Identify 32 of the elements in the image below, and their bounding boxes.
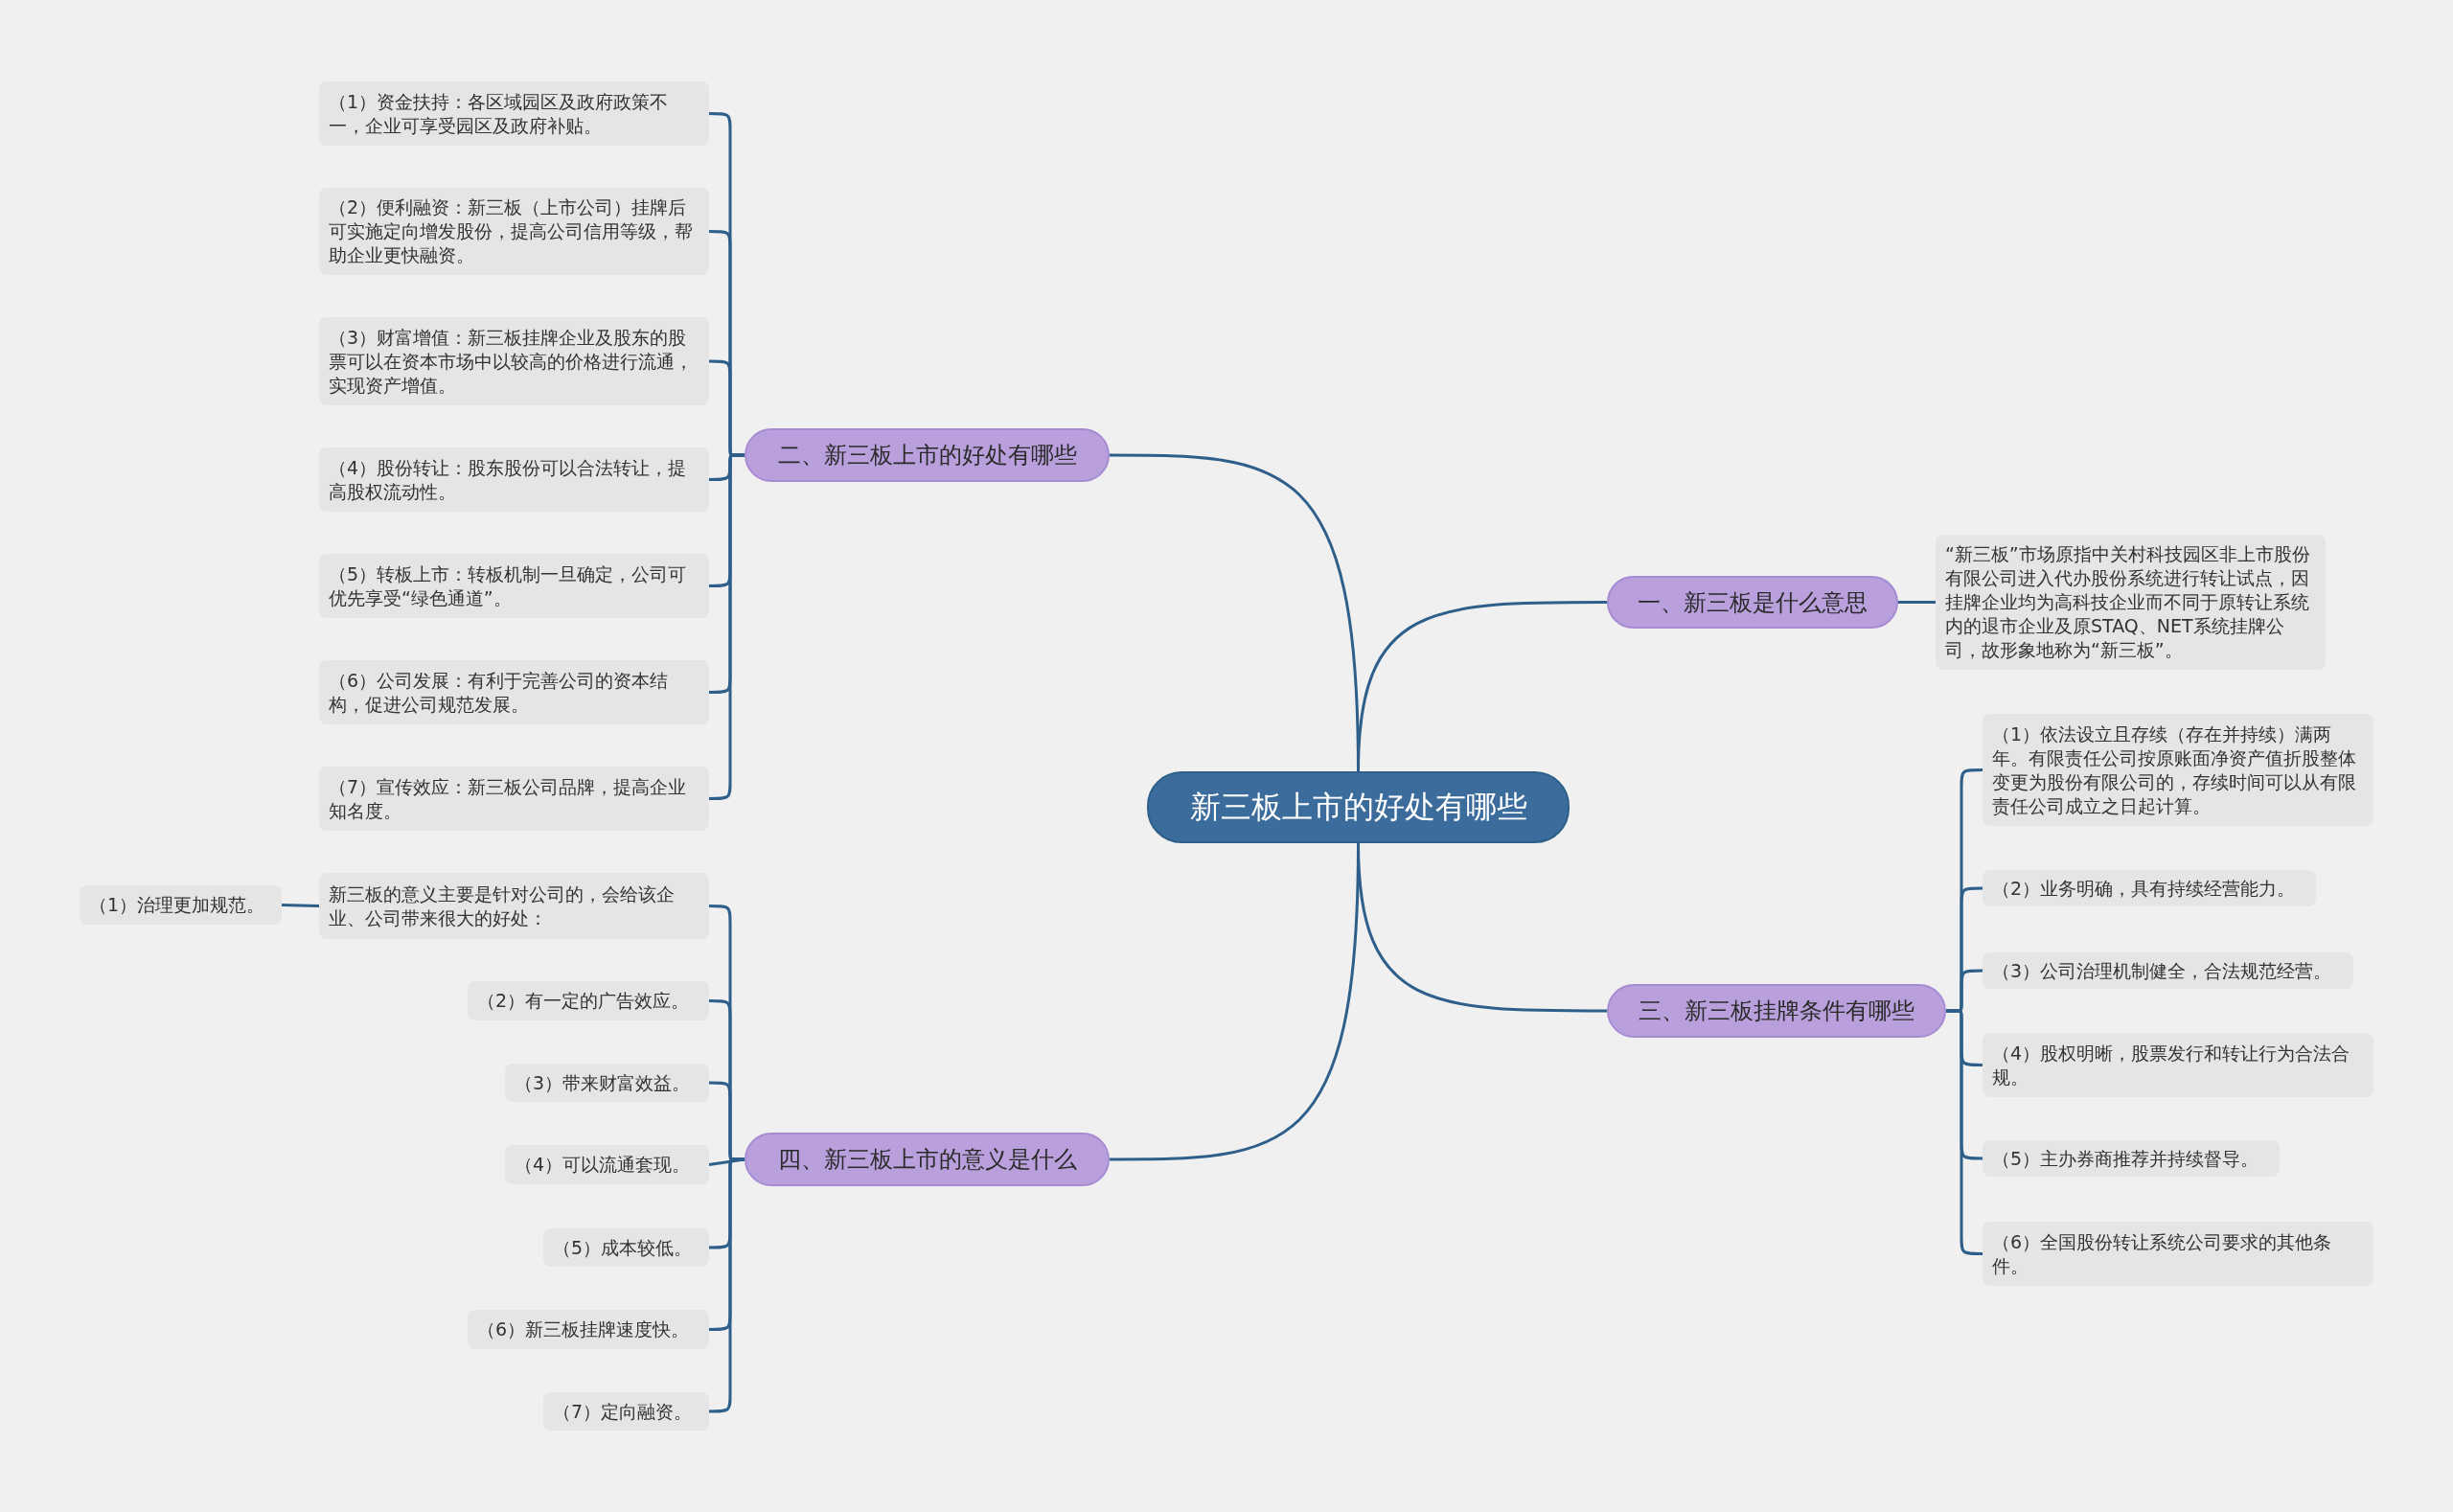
connector <box>1898 601 1936 604</box>
topic-card: （1）资金扶持：各区域园区及政府政策不一，企业可享受园区及政府补贴。 <box>319 81 709 146</box>
topic-card: （3）公司治理机制健全，合法规范经营。 <box>1983 952 2353 989</box>
topic-card: （4）股份转让：股东股份可以合法转让，提高股权流动性。 <box>319 447 709 512</box>
branch-topic: 一、新三板是什么意思 <box>1607 576 1898 629</box>
central-topic: 新三板上市的好处有哪些 <box>1147 771 1570 843</box>
topic-card: “新三板”市场原指中关村科技园区非上市股份有限公司进入代办股份系统进行转让试点，因挂牌企业均为高科技企业而不同于原转让系统内的退市企业及原STAQ、NET系统挂牌公司，故形象地称为“新三板”。 <box>1936 535 2326 670</box>
topic-card: （6）新三板挂牌速度快。 <box>468 1310 709 1349</box>
topic-card: （6）公司发展：有利于完善公司的资本结构，促进公司规范发展。 <box>319 660 709 724</box>
topic-card: （4）股权明晰，股票发行和转让行为合法合规。 <box>1983 1033 2373 1097</box>
topic-card: （2）业务明确，具有持续经营能力。 <box>1983 870 2316 906</box>
topic-card: （7）宣传效应：新三板公司品牌，提高企业知名度。 <box>319 767 709 831</box>
topic-card: （6）全国股份转让系统公司要求的其他条件。 <box>1983 1222 2373 1286</box>
branch-topic: 四、新三板上市的意义是什么 <box>745 1133 1110 1186</box>
connector <box>709 453 745 800</box>
topic-card: （2）便利融资：新三板（上市公司）挂牌后可实施定向增发股份，提高公司信用等级，帮助企业更快融资。 <box>319 188 709 275</box>
topic-card: （1）依法设立且存续（存在并持续）满两年。有限责任公司按原账面净资产值折股整体变更为股份有限公司的，存续时间可以从有限责任公司成立之日起计算。 <box>1983 714 2373 826</box>
topic-card: （7）定向融资。 <box>543 1392 709 1431</box>
connector <box>1946 1009 1983 1255</box>
topic-card: （3）带来财富效益。 <box>505 1064 709 1102</box>
branch-topic: 二、新三板上市的好处有哪些 <box>745 428 1110 482</box>
topic-card: （2）有一定的广告效应。 <box>468 981 709 1020</box>
topic-card: （5）转板上市：转板机制一旦确定，公司可优先享受“绿色通道”。 <box>319 554 709 618</box>
topic-card: （3）财富增值：新三板挂牌企业及股东的股票可以在资本市场中以较高的价格进行流通，实现资产增值。 <box>319 317 709 405</box>
topic-card: （5）主办券商推荐并持续督导。 <box>1983 1140 2280 1177</box>
connector <box>281 904 320 907</box>
topic-card: （1）治理更加规范。 <box>80 885 282 925</box>
topic-card: （5）成本较低。 <box>543 1228 709 1267</box>
topic-card: （4）可以流通套现。 <box>505 1145 709 1184</box>
branch-topic: 三、新三板挂牌条件有哪些 <box>1607 984 1946 1038</box>
topic-card: 新三板的意义主要是针对公司的，会给该企业、公司带来很大的好处： <box>319 873 709 939</box>
connector <box>1110 842 1360 1161</box>
